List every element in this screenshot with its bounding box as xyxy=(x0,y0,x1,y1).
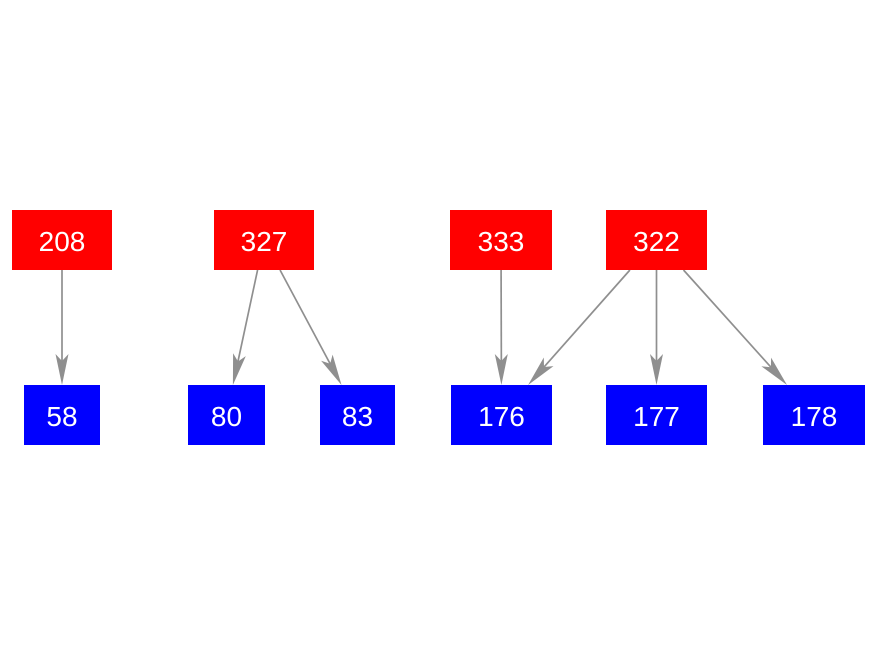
node-label: 178 xyxy=(790,400,838,432)
edge-208-58 xyxy=(55,270,69,385)
node-label: 327 xyxy=(240,225,288,257)
graph-node-177[interactable]: 177 xyxy=(606,385,707,445)
edge-327-83 xyxy=(279,269,342,385)
edge-322-178 xyxy=(682,269,787,385)
graph-node-176[interactable]: 176 xyxy=(451,385,552,445)
node-label: 176 xyxy=(478,400,525,432)
graph-node-178[interactable]: 178 xyxy=(763,385,865,445)
edge-322-176 xyxy=(528,269,631,385)
edge-322-177 xyxy=(650,270,663,385)
node-label: 322 xyxy=(633,225,680,257)
node-label: 83 xyxy=(341,400,374,432)
graph-node-322[interactable]: 322 xyxy=(606,210,707,270)
graph-node-333[interactable]: 333 xyxy=(450,210,552,270)
node-label: 177 xyxy=(633,400,680,432)
node-label: 80 xyxy=(210,400,243,432)
graph-node-80[interactable]: 80 xyxy=(188,385,265,445)
edge-327-80 xyxy=(232,269,259,385)
graph-node-58[interactable]: 58 xyxy=(24,385,100,445)
node-label: 58 xyxy=(46,400,78,432)
node-label: 333 xyxy=(477,225,525,257)
graph-node-208[interactable]: 208 xyxy=(12,210,112,270)
edge-333-176 xyxy=(494,269,508,385)
node-label: 208 xyxy=(38,225,86,257)
graph-node-83[interactable]: 83 xyxy=(320,385,395,445)
graph-node-327[interactable]: 327 xyxy=(214,210,314,270)
